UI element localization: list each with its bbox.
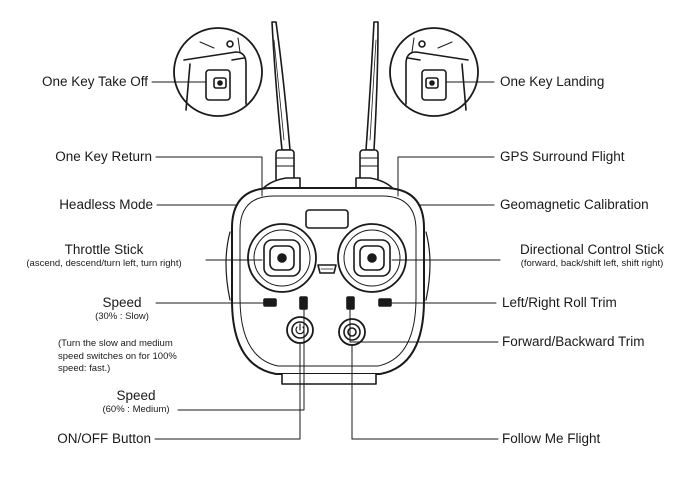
label-throttle-stick: Throttle Stick	[64, 242, 144, 257]
label-speed-slow-desc: (30% : Slow)	[95, 311, 149, 322]
label-geomagnetic-calibration: Geomagnetic Calibration	[500, 197, 649, 212]
leader-follow-me	[351, 344, 499, 440]
label-one-key-take-off: One Key Take Off	[41, 74, 148, 89]
label-speed-slow: Speed	[102, 295, 142, 310]
left-right-roll-trim-graphic	[378, 298, 392, 307]
label-directional-control-stick: Directional Control Stick	[519, 242, 665, 257]
speed-slow-switch-graphic	[263, 298, 277, 307]
leader-on-off	[154, 342, 301, 440]
label-on-off-button: ON/OFF Button	[57, 431, 151, 446]
take-off-zoom-detail	[173, 27, 263, 117]
leader-return	[155, 156, 263, 197]
label-left-right-roll-trim: Left/Right Roll Trim	[502, 295, 617, 310]
label-headless-mode: Headless Mode	[59, 197, 153, 212]
controller-body	[225, 187, 431, 385]
follow-me-button-graphic	[338, 318, 366, 346]
leader-lines	[151, 81, 501, 440]
leader-gps	[397, 156, 495, 197]
label-forward-backward-trim: Forward/Backward Trim	[502, 334, 645, 349]
leader-forward-trim	[349, 308, 499, 343]
label-directional-control-stick-desc: (forward, back/shift left, shift right)	[520, 258, 664, 269]
landing-zoom-detail	[389, 27, 479, 117]
label-throttle-stick-desc: (ascend, descend/turn left, turn right)	[26, 258, 182, 269]
label-speed-medium: Speed	[116, 388, 156, 403]
right-antenna	[359, 21, 379, 183]
directional-stick-graphic	[337, 223, 407, 293]
label-speed-note: (Turn the slow and medium speed switches…	[58, 338, 177, 374]
throttle-stick-graphic	[247, 223, 317, 293]
label-one-key-landing: One Key Landing	[500, 74, 605, 89]
label-gps-surround-flight: GPS Surround Flight	[500, 149, 625, 164]
left-antenna	[271, 21, 295, 183]
label-one-key-return: One Key Return	[55, 149, 152, 164]
leader-speed-medium	[177, 308, 305, 411]
on-off-button-graphic	[286, 316, 314, 344]
label-speed-medium-desc: (60% : Medium)	[102, 404, 170, 415]
label-follow-me-flight: Follow Me Flight	[502, 431, 601, 446]
forward-backward-trim-graphic	[346, 296, 355, 310]
speed-medium-switch-graphic	[299, 296, 308, 310]
